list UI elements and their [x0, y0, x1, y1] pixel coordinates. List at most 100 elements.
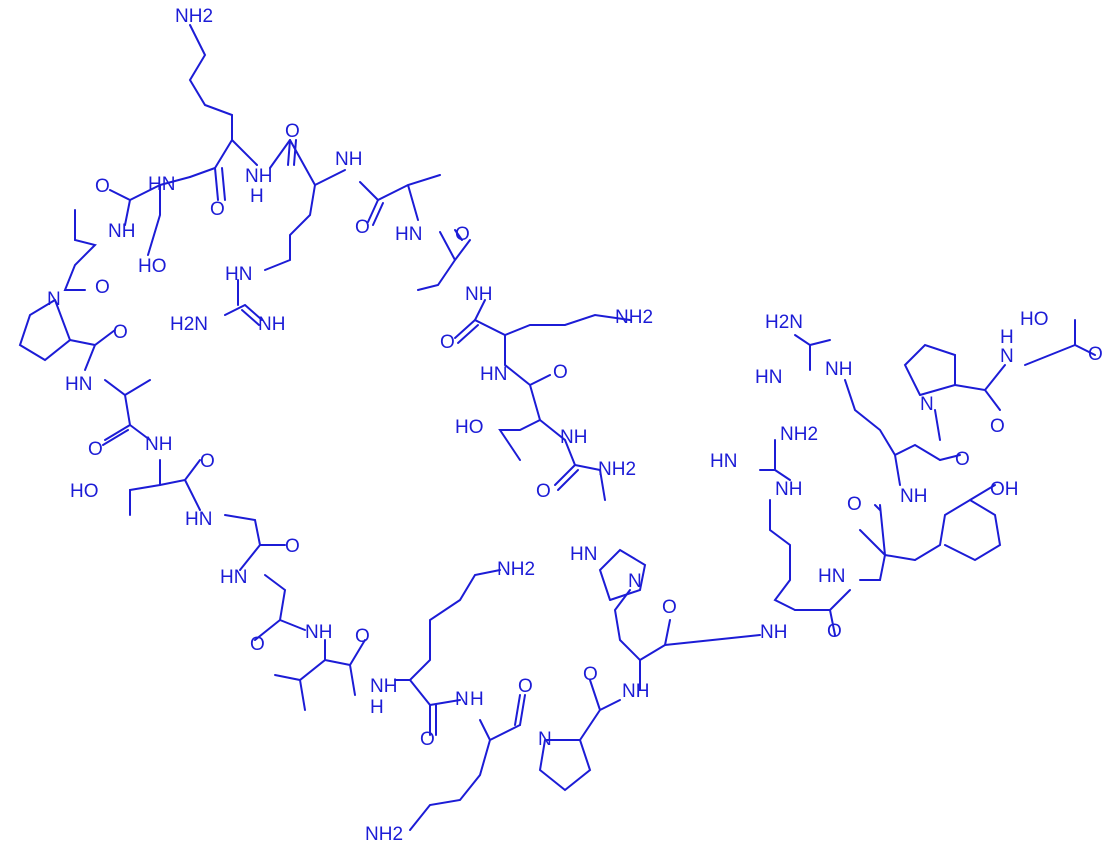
bond-lys-k4-co [514, 694, 526, 726]
atom-label: NH [900, 486, 927, 507]
atom-label: N [920, 394, 934, 415]
bond-ala6-co [554, 464, 579, 491]
bond-pro1-co [69, 329, 116, 371]
bond-lys1-co [214, 167, 226, 201]
atom-label: NH2 [365, 824, 403, 845]
atom-label: NH [145, 434, 172, 455]
bond-arg3 [844, 379, 941, 486]
atom-label: HN [710, 451, 737, 472]
atom-label: NH2 [497, 559, 535, 580]
bond-thr1 [129, 459, 201, 516]
atom-label: HN [818, 566, 845, 587]
atom-label: O [827, 621, 842, 642]
atom-label: NH2 [780, 424, 818, 445]
atom-label: NH [825, 359, 852, 380]
atom-label: O [536, 481, 551, 502]
bond-pro2-ring [538, 739, 592, 792]
bond-pro2-co [579, 679, 621, 741]
bond-pro1-ring [18, 299, 72, 362]
atom-label: NH [760, 622, 787, 643]
atom-label: N [47, 289, 61, 310]
bond-ala5-co [102, 424, 131, 446]
atom-label: O [95, 176, 110, 197]
atom-label: NH [622, 681, 649, 702]
atom-label: O [455, 224, 470, 245]
atom-label: NH [370, 676, 397, 697]
bond-thr2 [498, 419, 606, 501]
bond-arg1-guan [224, 279, 263, 326]
atom-label: O [285, 121, 300, 142]
bond-val [274, 639, 366, 711]
bonds-group [18, 24, 1096, 831]
atom-label: O [250, 634, 265, 655]
bond-lys-k3 [504, 334, 551, 421]
bond-his-ring [598, 548, 647, 601]
atom-label: HN [570, 544, 597, 565]
atom-label: O [113, 322, 128, 343]
atom-label: H [470, 689, 484, 710]
atom-label: NH2 [175, 6, 213, 27]
atom-label: HN [148, 174, 175, 195]
atom-label: HO [70, 481, 99, 502]
atom-label: NH [245, 166, 272, 187]
atom-label: O [355, 626, 370, 647]
atom-label: O [662, 597, 677, 618]
bond-arg1-backbone [269, 139, 346, 186]
bond-ala1 [359, 174, 441, 221]
atom-label: HO [455, 417, 484, 438]
bond-lys1-backbone [189, 139, 258, 178]
atom-label: NH2 [615, 307, 653, 328]
atom-label: O [355, 217, 370, 238]
bond-ser-backbone [129, 176, 191, 256]
atom-label: O [88, 439, 103, 460]
atom-label: HO [1020, 309, 1049, 330]
atom-label: H [1000, 327, 1014, 348]
atom-label: HN [395, 224, 422, 245]
bond-tyr-backbone [859, 529, 916, 581]
atom-label: NH [335, 149, 362, 170]
atom-label: NH2 [598, 459, 636, 480]
bond-tyr-co [874, 504, 886, 556]
atom-label: N [1000, 346, 1014, 367]
atom-label: O [847, 494, 862, 515]
atom-label: HN [225, 264, 252, 285]
bond-his [613, 589, 666, 691]
atom-label: HN [220, 567, 247, 588]
atom-labels: NH2 NH H O HN O HO O NH H2N HN NH O HN O… [47, 6, 1103, 845]
bond-tyr-ring [914, 498, 1002, 562]
bond-pro3-ring [903, 343, 956, 396]
atom-label: O [1088, 344, 1103, 365]
bond-arg1-co [287, 139, 297, 166]
bond-ala2-co [454, 229, 463, 241]
bond-arg2-guan [759, 439, 791, 481]
atom-label: NH [258, 314, 285, 335]
atom-label: O [210, 199, 225, 220]
atom-label: O [95, 277, 110, 298]
atom-label: HO [138, 256, 167, 277]
atom-label: N [455, 689, 469, 710]
atom-label: O [518, 676, 533, 697]
bond-ser-co [109, 189, 131, 226]
bond-arg3-co [934, 409, 961, 461]
atom-label: OH [990, 479, 1019, 500]
atom-label: O [420, 729, 435, 750]
atom-label: O [955, 449, 970, 470]
bond-lys1-chain [188, 24, 233, 141]
bond-his-co [664, 619, 761, 646]
atom-label: N [628, 571, 642, 592]
atom-label: HN [185, 509, 212, 530]
atom-label: O [553, 362, 568, 383]
bond-lys-k4 [409, 719, 521, 831]
atom-label: H [370, 697, 384, 718]
bond-lys-k2 [394, 569, 501, 681]
atom-label: O [440, 332, 455, 353]
atom-label: HN [480, 364, 507, 385]
atom-label: NH [465, 284, 492, 305]
atom-label: O [583, 664, 598, 685]
atom-label: N [538, 729, 552, 750]
atom-label: O [285, 536, 300, 557]
bond-lys-k2b [409, 679, 461, 736]
atom-label: O [990, 416, 1005, 437]
bond-gly2 [254, 574, 306, 641]
